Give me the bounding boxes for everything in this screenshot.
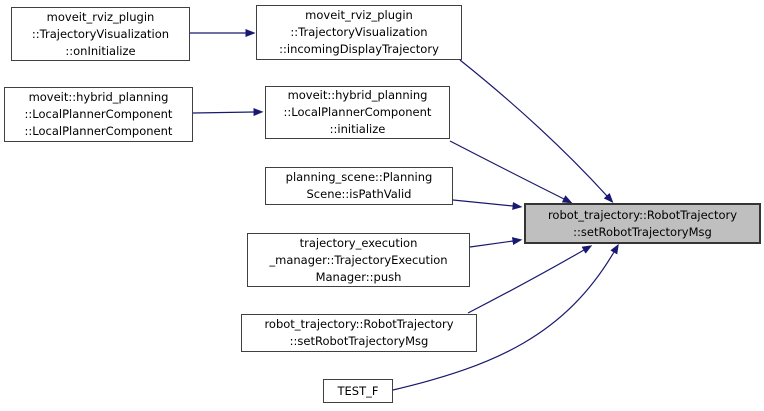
edge-setrobottrajectorymsgcaller-to-setrobottrajectorymsg	[467, 245, 593, 314]
node-test-f[interactable]: TEST_F	[323, 379, 393, 403]
edge-incomingdisplaytrajectory-to-setrobottrajectorymsg	[459, 59, 614, 204]
node-oninitialize[interactable]: moveit_rviz_plugin ::TrajectoryVisualiza…	[11, 7, 190, 61]
node-localplannercomponent-initialize[interactable]: moveit::hybrid_planning ::LocalPlannerCo…	[265, 86, 450, 139]
node-ispathvalid[interactable]: planning_scene::Planning Scene::isPathVa…	[265, 167, 453, 205]
edge-localplannercomponent-to-initialize	[192, 108, 264, 117]
edge-ispathvalid-to-setrobottrajectorymsg	[452, 199, 523, 210]
node-incomingdisplaytrajectory[interactable]: moveit_rviz_plugin ::TrajectoryVisualiza…	[256, 5, 462, 60]
edge-testf-to-setrobottrajectorymsg	[392, 243, 619, 391]
node-setrobottrajectorymsg-overload[interactable]: robot_trajectory::RobotTrajectory ::setR…	[241, 314, 477, 352]
edge-push-to-setrobottrajectorymsg	[469, 237, 523, 248]
node-localplannercomponent-constructor[interactable]: moveit::hybrid_planning ::LocalPlannerCo…	[4, 87, 193, 142]
edge-initialize-to-setrobottrajectorymsg	[449, 140, 573, 204]
node-trajectoryexecutionmanager-push[interactable]: trajectory_execution _manager::Trajector…	[247, 233, 470, 287]
node-setrobottrajectorymsg-focused: robot_trajectory::RobotTrajectory ::setR…	[524, 203, 761, 244]
